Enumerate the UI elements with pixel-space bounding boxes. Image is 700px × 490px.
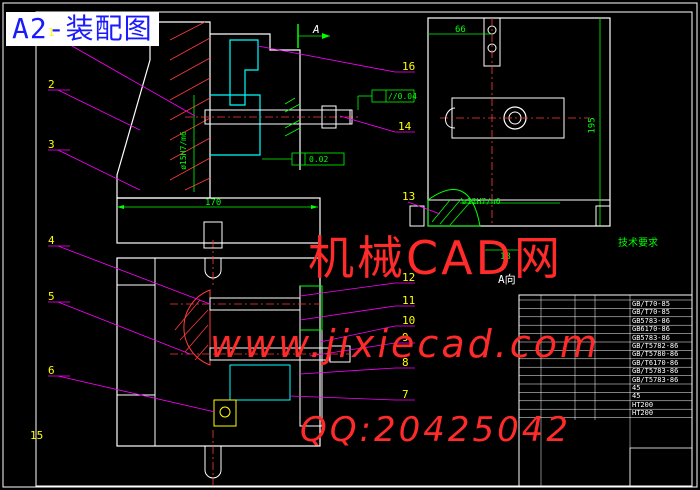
front-view	[116, 21, 415, 244]
callout-7: 7	[402, 388, 409, 401]
red-section	[183, 289, 211, 366]
callout-15: 15	[30, 429, 44, 442]
side-hatch	[427, 189, 481, 227]
drawing-frame	[35, 11, 693, 487]
callout-13: 13	[402, 190, 416, 203]
dim-arrow	[117, 205, 124, 209]
callout-12: 12	[402, 271, 416, 284]
dim-18: 18	[500, 252, 511, 262]
tolerance-1: //0.04	[388, 92, 417, 101]
callout-9: 9	[402, 331, 409, 344]
bom-standard-cell: GB/T5783-86	[632, 367, 679, 376]
side-view-outline	[427, 17, 611, 227]
tolerance-2: 0.02	[309, 155, 329, 164]
bom-standard-cell: GB5783-86	[632, 316, 670, 325]
bom-standard-cell: GB/T5780-86	[632, 350, 679, 359]
watermark-qq: QQ:20425042	[300, 410, 572, 450]
callout-4: 4	[48, 234, 55, 247]
callout-8: 8	[402, 356, 409, 369]
support-hatch	[169, 21, 211, 191]
knob	[335, 109, 353, 125]
bom-standard-cell: GB/T5783-86	[632, 375, 679, 384]
fit-dim-1: ø15H7/m6	[178, 131, 188, 170]
bom-standard-cell: HT200	[632, 400, 654, 409]
cyan-insert	[229, 364, 291, 401]
section-mark-a: A	[313, 23, 320, 36]
bom-standard-cell: GB/T70-85	[632, 300, 670, 308]
title-block	[518, 294, 693, 487]
bom-standard-cell: HT200	[632, 409, 654, 418]
dim-170: 170	[205, 198, 222, 208]
bom-standard-cell: 45	[632, 392, 641, 401]
bom-standard-cell: GB/T70-85	[632, 308, 670, 317]
watermark-site-name: 机械CAD网	[308, 231, 564, 285]
bom-standard-cell: GB/T6170-86	[632, 358, 679, 367]
side-view-a	[409, 17, 611, 251]
callout-10: 10	[402, 314, 416, 327]
view-a-label: A向	[498, 273, 516, 286]
support-block	[116, 21, 211, 199]
bom-standard-cell: 45	[632, 384, 641, 392]
spindle-hatch	[284, 97, 301, 137]
bom-standard-cell: GB6170-86	[632, 325, 670, 334]
callout-16: 16	[402, 60, 416, 73]
fixture-arm	[210, 33, 301, 170]
dim-195: 195	[587, 117, 598, 134]
callout-5: 5	[48, 290, 55, 303]
bom-standard-cell: GB/T5782-86	[632, 342, 679, 350]
base-plate	[116, 197, 321, 244]
leader-lines	[57, 37, 441, 413]
callout-2: 2	[48, 78, 55, 91]
bottom-body	[116, 257, 321, 447]
dim-arrow	[311, 205, 318, 209]
callout-3: 3	[48, 138, 55, 151]
watermark-url: www.jixiecad.com	[210, 322, 600, 366]
callout-14: 14	[398, 120, 412, 133]
tech-req-heading: 技术要求	[618, 238, 658, 249]
callout-6: 6	[48, 364, 55, 377]
callout-1: 1	[48, 26, 55, 39]
clamp-body	[229, 39, 259, 106]
clamp-housing	[210, 94, 261, 156]
dim-66: 66	[455, 25, 466, 35]
drawing-title-badge: A2-装配图	[6, 12, 159, 46]
fit-dim-2: ø12H7/n6	[462, 197, 501, 206]
bom-standard-cell: GB5783-86	[632, 333, 670, 342]
callout-11: 11	[402, 294, 416, 307]
pin	[213, 399, 237, 427]
